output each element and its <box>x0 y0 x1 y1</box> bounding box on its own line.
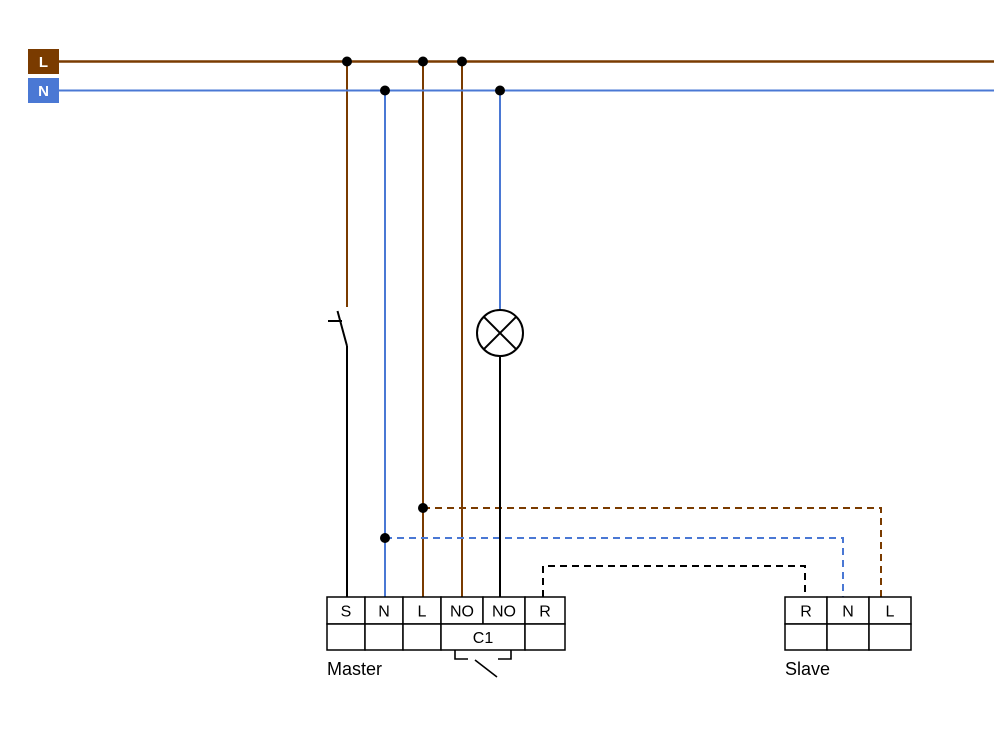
l-badge-label: L <box>39 54 48 71</box>
switch-icon <box>328 310 348 347</box>
junction-dot <box>380 85 390 96</box>
brown-wires <box>59 60 994 597</box>
blue-wires <box>59 89 994 597</box>
master-block: S N L NO NO R C1 Master <box>326 596 566 680</box>
terminal-label-slave-r: R <box>800 604 812 621</box>
dashed-link-r <box>542 565 806 597</box>
junction-dot <box>342 56 352 67</box>
terminal-cell-master-l2 <box>402 623 442 651</box>
terminal-cell-master-s2 <box>326 623 366 651</box>
junction-dot <box>457 56 467 67</box>
lamp-icon <box>476 309 524 357</box>
terminal-label-slave-n: N <box>842 604 854 621</box>
terminal-label-master-no2: NO <box>492 604 516 621</box>
terminal-cell-master-s <box>326 596 366 625</box>
terminal-cell-master-r <box>524 596 566 625</box>
l-badge: L <box>28 49 59 74</box>
terminal-label-master-r: R <box>539 604 551 621</box>
master-label: Master <box>327 659 382 679</box>
junction-dot <box>418 503 428 513</box>
terminal-cell-slave-n2 <box>826 623 870 651</box>
master-cells <box>326 596 566 651</box>
dashed-link-n <box>385 537 844 597</box>
n-badge: N <box>28 78 59 103</box>
n-badge-box <box>28 78 59 103</box>
terminal-cell-master-r2 <box>524 623 566 651</box>
l-badge-box <box>28 49 59 74</box>
junction-dot <box>380 533 390 543</box>
terminal-label-master-l: L <box>418 604 427 621</box>
junction-dot <box>495 85 505 96</box>
lamp-cross-2 <box>482 315 518 351</box>
terminal-cell-slave-l2 <box>868 623 912 651</box>
n-badge-label: N <box>38 83 49 100</box>
black-parts <box>328 309 806 678</box>
terminal-label-slave-l: L <box>886 604 895 621</box>
slave-cells <box>784 596 912 651</box>
relay-contact-right-lead <box>498 650 512 660</box>
relay-contact-icon <box>454 650 512 678</box>
terminal-cell-master-c1 <box>440 623 526 651</box>
relay-contact-blade <box>474 659 498 678</box>
relay-channel-label: C1 <box>473 630 494 647</box>
slave-block: R N L Slave <box>784 596 912 680</box>
terminal-cell-master-n2 <box>364 623 404 651</box>
junction-dot <box>418 56 428 67</box>
junction-dots <box>342 56 505 543</box>
terminal-label-master-no1: NO <box>450 604 474 621</box>
slave-label: Slave <box>785 659 830 679</box>
terminal-cell-slave-r2 <box>784 623 828 651</box>
terminal-label-master-n: N <box>378 604 390 621</box>
switch-blade <box>336 310 348 347</box>
dashed-link-l <box>423 507 882 597</box>
slave-texts: R N L Slave <box>785 604 895 680</box>
master-texts: S N L NO NO R C1 Master <box>327 604 551 680</box>
relay-contact-left-lead <box>454 650 468 660</box>
terminal-cell-master-no2 <box>482 596 526 625</box>
terminal-label-master-s: S <box>341 604 352 621</box>
